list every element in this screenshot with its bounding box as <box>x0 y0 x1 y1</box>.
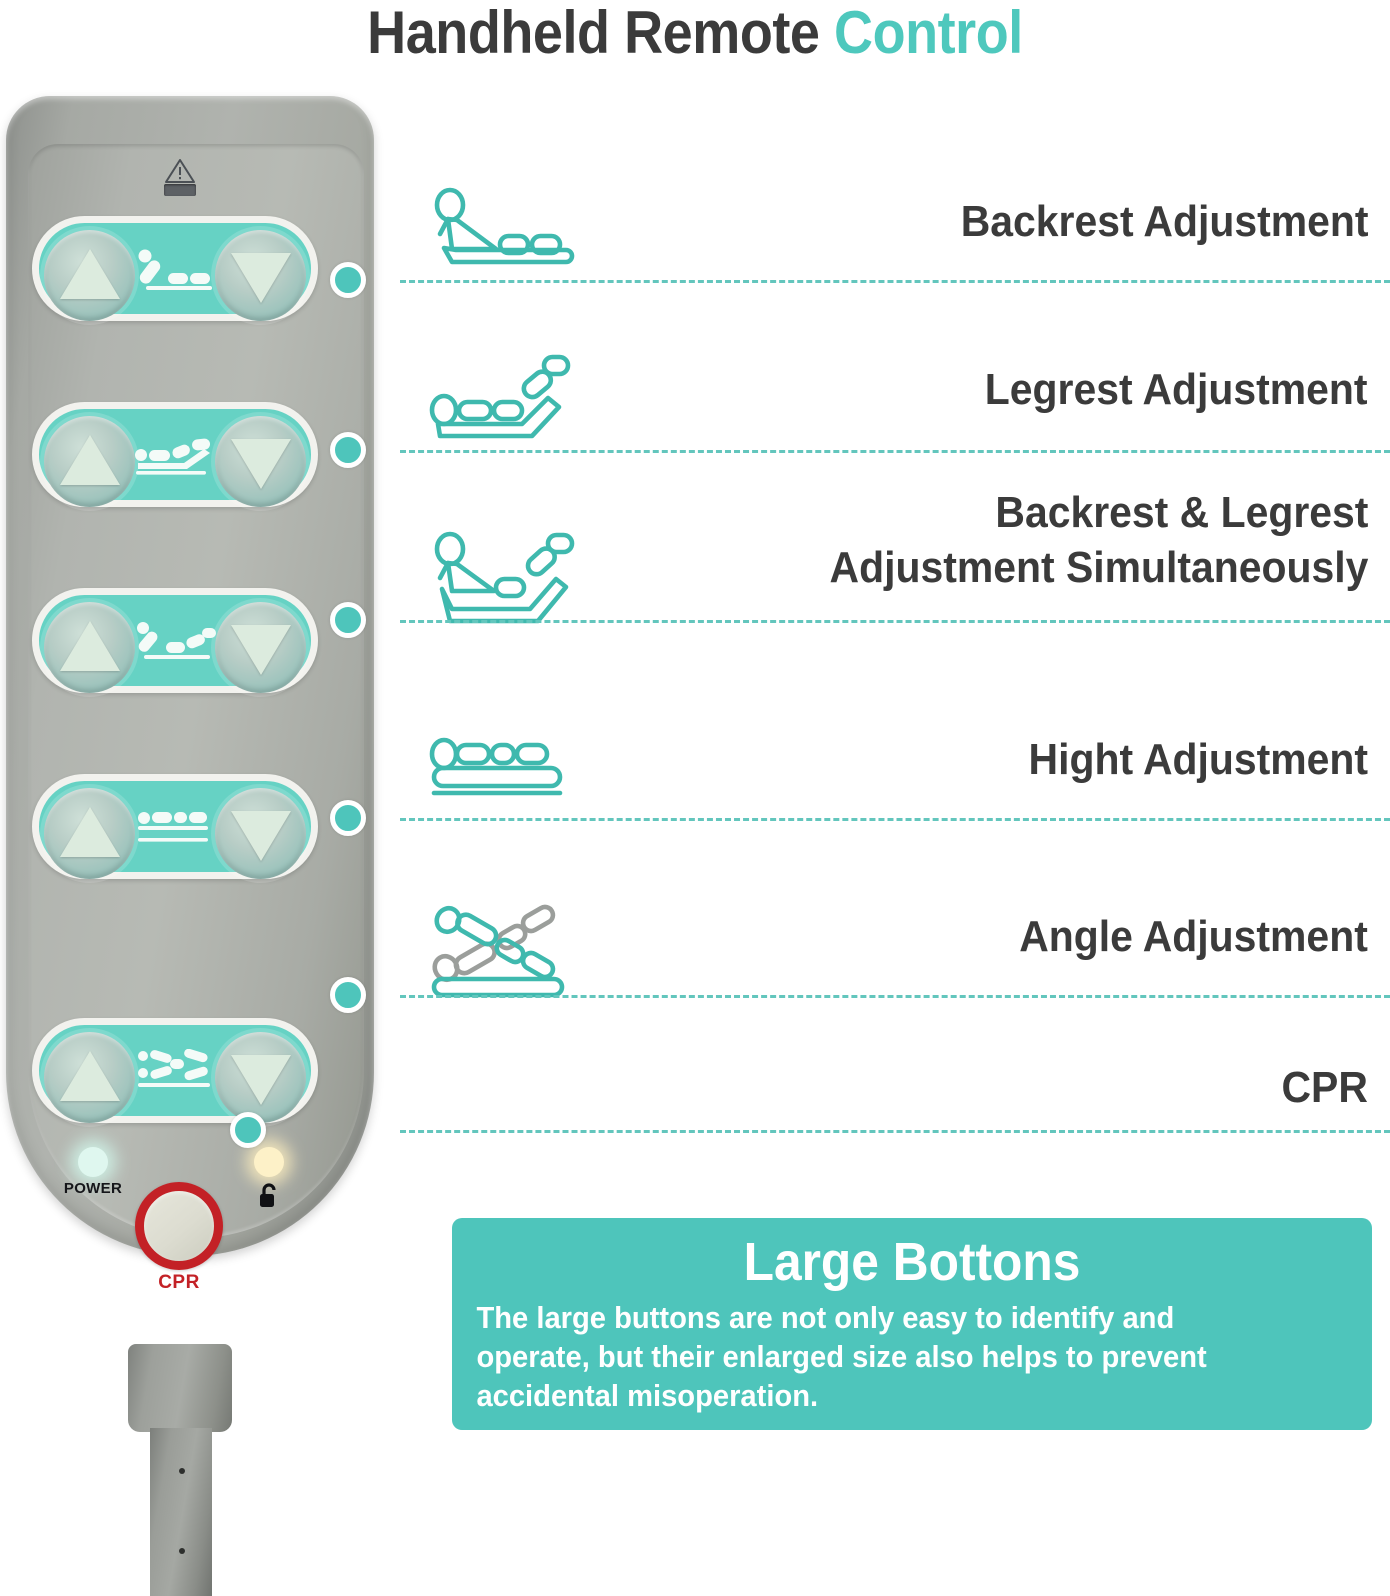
legrest-down-button[interactable] <box>215 416 306 507</box>
connector-line <box>400 620 1390 623</box>
connector-line <box>400 818 1390 821</box>
connector-dot <box>330 800 366 836</box>
connector-dot <box>330 602 366 638</box>
indicator-slot <box>164 184 196 196</box>
page-title-primary: Handheld Remote <box>367 0 835 66</box>
bed-backrest-raised-icon <box>138 249 212 290</box>
button-row-backrest[interactable] <box>32 216 318 321</box>
power-label: POWER <box>63 1180 123 1197</box>
button-row-legrest[interactable] <box>32 402 318 507</box>
down-arrow-icon <box>230 1054 291 1105</box>
down-arrow-icon <box>230 252 291 303</box>
button-row-angle[interactable] <box>32 1018 318 1123</box>
up-arrow-icon <box>59 248 120 299</box>
feature-legrest: Legrest Adjustment <box>330 350 1390 468</box>
cable-strain-relief <box>128 1344 232 1432</box>
feature-backrest: Backrest Adjustment <box>330 180 1390 298</box>
bed-flat-height-icon <box>429 737 563 796</box>
feature-height: Hight Adjustment <box>330 718 1390 836</box>
bed-tilt-angle-icon <box>138 1048 210 1087</box>
warning-triangle-icon <box>158 158 202 202</box>
warning-triangle-glyph <box>165 159 195 183</box>
feature-label: Legrest Adjustment <box>985 365 1368 414</box>
feature-angle: Angle Adjustment <box>330 895 1390 1013</box>
connector-line <box>400 1130 1390 1133</box>
feature-label: CPR <box>1281 1063 1368 1112</box>
connector-line <box>400 995 1390 998</box>
connector-dot <box>330 262 366 298</box>
backrest-legrest-up-button[interactable] <box>44 602 135 693</box>
feature-label: Backrest & Legrest Adjustment Simultaneo… <box>829 488 1368 592</box>
bed-backrest-legrest-raised-icon <box>434 531 575 624</box>
angle-up-button[interactable] <box>44 1032 135 1123</box>
connector-line <box>400 280 1390 283</box>
bed-flat-height-icon <box>138 811 208 842</box>
height-down-button[interactable] <box>215 788 306 879</box>
bed-legrest-raised-icon <box>135 438 211 475</box>
connector-line <box>400 450 1390 453</box>
down-arrow-icon <box>230 810 291 861</box>
feature-label: Hight Adjustment <box>1028 735 1368 784</box>
bed-backrest-legrest-raised-icon <box>137 621 216 659</box>
height-up-button[interactable] <box>44 788 135 879</box>
power-led <box>78 1147 108 1177</box>
cable <box>150 1428 212 1596</box>
callout-card: Large Bottons The large buttons are not … <box>452 1218 1372 1430</box>
button-row-backrest-legrest[interactable] <box>32 588 318 693</box>
feature-label: Backrest Adjustment <box>960 197 1368 246</box>
lock-led <box>254 1147 284 1177</box>
up-arrow-icon <box>59 620 120 671</box>
connector-dot <box>330 977 366 1013</box>
feature-cpr: CPR <box>230 1060 1390 1148</box>
legrest-up-button[interactable] <box>44 416 135 507</box>
callout-heading: Large Bottons <box>743 1232 1081 1292</box>
page-title: Handheld Remote Control <box>70 0 1321 68</box>
handheld-remote: POWER CPR <box>0 96 400 1596</box>
cable-marker-dot <box>179 1468 185 1474</box>
down-arrow-icon <box>230 624 291 675</box>
backrest-up-button[interactable] <box>44 230 135 321</box>
callout-body: The large buttons are not only easy to i… <box>476 1300 1207 1413</box>
cpr-button[interactable] <box>135 1182 223 1270</box>
cpr-button-label: CPR <box>158 1272 200 1293</box>
connector-dot <box>330 432 366 468</box>
connector-dot <box>230 1112 266 1148</box>
cable-marker-dot <box>179 1548 185 1554</box>
unlocked-padlock-icon <box>260 1183 276 1207</box>
backrest-legrest-down-button[interactable] <box>215 602 306 693</box>
feature-backrest-legrest: Backrest & Legrest Adjustment Simultaneo… <box>330 485 1390 645</box>
page-title-accent: Control <box>834 0 1023 66</box>
bed-legrest-raised-icon <box>429 354 571 439</box>
feature-label: Angle Adjustment <box>1019 912 1368 961</box>
bed-backrest-raised-icon <box>434 187 575 265</box>
backrest-down-button[interactable] <box>215 230 306 321</box>
up-arrow-icon <box>59 1050 120 1101</box>
bed-tilt-angle-icon <box>431 904 565 998</box>
down-arrow-icon <box>230 438 291 489</box>
button-row-height[interactable] <box>32 774 318 879</box>
angle-down-button[interactable] <box>215 1032 306 1123</box>
up-arrow-icon <box>59 806 120 857</box>
up-arrow-icon <box>59 434 120 485</box>
